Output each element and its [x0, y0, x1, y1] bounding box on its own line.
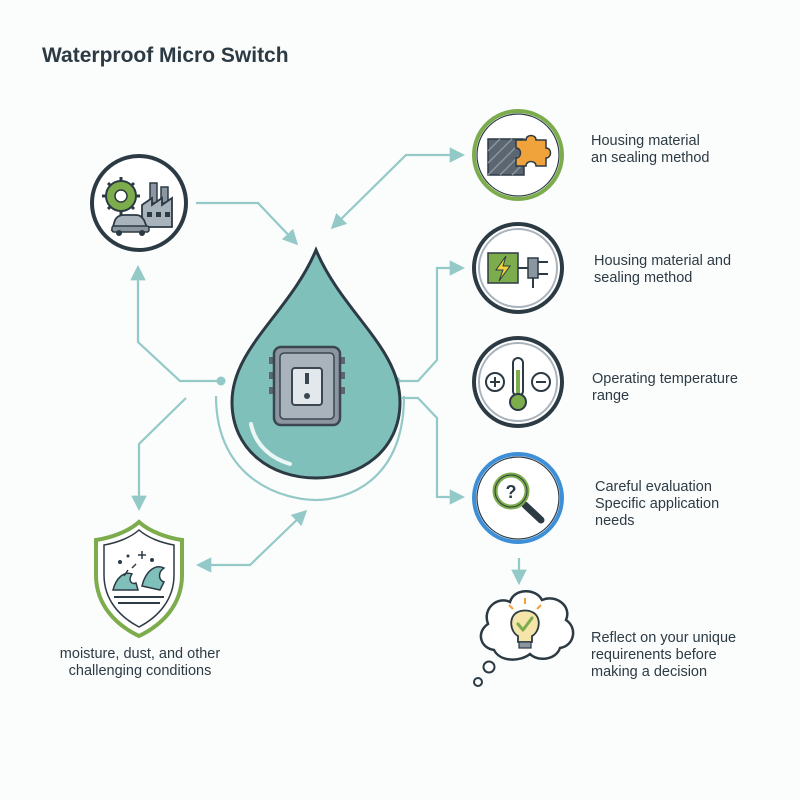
label-challenging-conditions: moisture, dust, and other challenging co… [59, 646, 221, 679]
arrow-drop-to-housing-1 [330, 147, 466, 230]
arrow-left-down-to-shield [131, 397, 187, 512]
label-careful-evaluation: Careful evaluation Specific application … [595, 479, 720, 529]
magnifier-question-icon: ? [472, 452, 564, 544]
idea-bubble-icon [473, 590, 575, 687]
connector-lines [130, 147, 527, 586]
junction-left [216, 376, 226, 386]
label-housing-material-1: Housing material an sealing method [591, 133, 710, 166]
micro-switch-icon [269, 345, 345, 427]
puzzle-material-icon [472, 109, 564, 201]
thermometer-icon [472, 336, 564, 428]
arrow-shield-to-drop [195, 509, 308, 573]
page-title: Waterproof Micro Switch [42, 44, 289, 67]
shield-water-icon [94, 519, 184, 639]
industry-icon [90, 154, 188, 252]
label-reflect-requirements: Reflect on your unique requirenents befo… [591, 630, 737, 680]
arrow-right-to-housing-2 [396, 260, 466, 383]
arrow-right-to-evaluation [402, 396, 466, 505]
label-housing-material-2: Housing material and sealing method [594, 253, 732, 286]
electric-connector-icon [472, 222, 564, 314]
svg-text:?: ? [506, 482, 517, 502]
label-operating-temperature: Operating temperature range [592, 371, 738, 404]
drop-underline-arc [214, 395, 406, 502]
arrow-industry-to-drop [196, 201, 299, 246]
arrow-left-up-to-industry [130, 264, 221, 383]
